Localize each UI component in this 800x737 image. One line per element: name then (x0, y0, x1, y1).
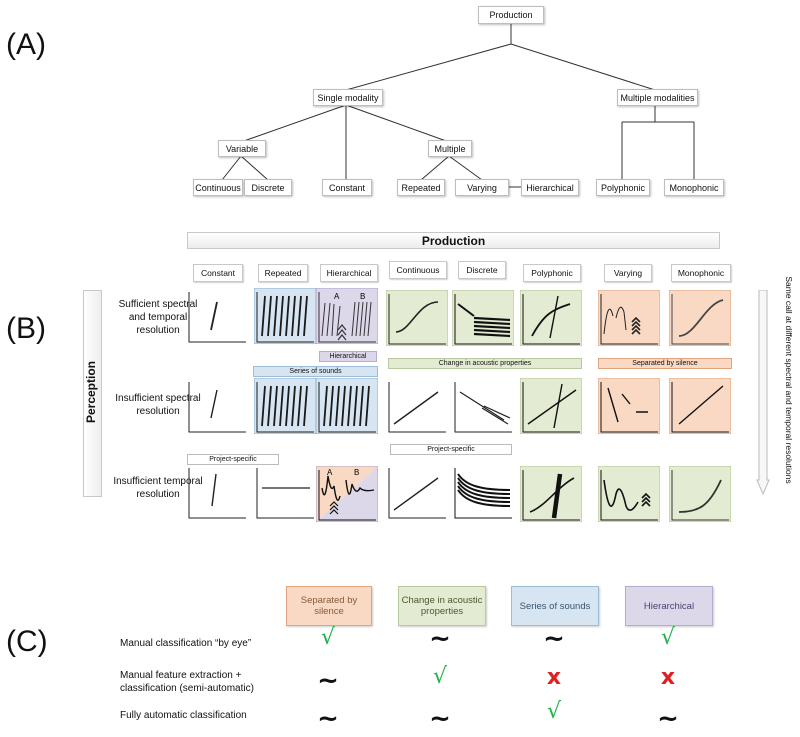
panel-c-label: (C) (6, 625, 48, 658)
panel-b-label: (B) (6, 312, 46, 345)
mark-r2-c4: x (660, 665, 676, 690)
cell-discrete-r1 (452, 290, 514, 346)
col-continuous: Continuous (389, 261, 447, 279)
legend-hierarchical: Hierarchical (625, 586, 713, 626)
cell-constant-r3 (188, 468, 246, 519)
col-monophonic: Monophonic (671, 264, 731, 282)
cell-constant-r1 (188, 292, 246, 343)
tree-monophonic: Monophonic (664, 179, 724, 196)
band-change-acoustic: Change in acoustic properties (388, 358, 582, 369)
legend-series-sounds: Series of sounds (511, 586, 599, 626)
cell-monophonic-r3 (669, 466, 731, 522)
col-hierarchical: Hierarchical (320, 264, 378, 282)
letter-b-r3: B (354, 468, 359, 477)
tree-continuous: Continuous (193, 179, 243, 196)
col-varying: Varying (604, 264, 652, 282)
col-repeated: Repeated (258, 264, 308, 282)
tree-varying: Varying (455, 179, 509, 196)
cell-constant-r2 (188, 382, 246, 433)
mark-r3-c2: ~ (429, 704, 451, 734)
cell-varying-r2 (598, 378, 660, 434)
band-series-sounds: Series of sounds (253, 366, 378, 377)
tree-polyphonic: Polyphonic (596, 179, 650, 196)
cell-varying-r1 (598, 290, 660, 346)
legend-change-acoustic: Change in acoustic properties (398, 586, 486, 626)
down-arrow-icon (756, 290, 770, 496)
right-resolution-label: Same call at different spectral and temp… (784, 276, 794, 484)
band-project-specific-2: Project-specific (390, 444, 512, 455)
col-constant: Constant (193, 264, 243, 282)
letter-a-r3: A (327, 468, 333, 477)
mark-r1-c3: ~ (543, 624, 565, 654)
cell-hierarchical-r2 (316, 378, 378, 434)
mark-r1-c4: √ (660, 625, 676, 650)
mark-r1-c2: ~ (429, 624, 451, 654)
tree-production: Production (478, 6, 544, 24)
matrix-production-header: Production (187, 232, 720, 249)
method-fully-automatic: Fully automatic classification (120, 710, 247, 721)
band-hierarchical: Hierarchical (319, 351, 377, 362)
tree-single-modality: Single modality (313, 89, 383, 106)
cell-hierarchical-r1: A B (316, 288, 378, 344)
tree-constant: Constant (322, 179, 372, 196)
cell-discrete-r3 (454, 468, 512, 519)
tree-multiple: Multiple (428, 140, 472, 157)
perception-label: Perception (84, 360, 98, 424)
mark-r3-c1: ~ (317, 704, 339, 734)
band-project-specific-1: Project-specific (187, 454, 279, 465)
letter-a-r1: A (334, 292, 340, 301)
row-label-insufficient-spectral: Insufficient spectral resolution (115, 393, 201, 417)
mark-r2-c2: √ (432, 664, 448, 689)
cell-monophonic-r1 (669, 290, 731, 346)
cell-repeated-r3 (256, 468, 314, 519)
cell-hierarchical-r3: A B (316, 466, 378, 522)
mark-r2-c1: ~ (317, 666, 339, 696)
mark-r3-c4: ~ (657, 704, 679, 734)
row-label-sufficient: Sufficient spectral and temporal resolut… (118, 299, 198, 336)
method-semi-automatic: Manual feature extraction + classificati… (120, 670, 254, 694)
cell-continuous-r2 (388, 382, 446, 433)
col-discrete: Discrete (458, 261, 506, 279)
method-by-eye: Manual classification “by eye” (120, 638, 252, 649)
cell-monophonic-r2 (669, 378, 731, 434)
cell-polyphonic-r1 (520, 290, 582, 346)
tree-repeated: Repeated (397, 179, 445, 196)
mark-r3-c3: √ (546, 699, 562, 724)
mark-r2-c3: x (546, 665, 562, 690)
letter-b-r1: B (360, 292, 365, 301)
legend-separated-silence: Separated by silence (286, 586, 372, 626)
mark-r1-c1: √ (320, 625, 336, 650)
tree-discrete: Discrete (244, 179, 292, 196)
cell-discrete-r2 (454, 382, 512, 433)
cell-repeated-r2 (254, 378, 316, 434)
tree-hierarchical: Hierarchical (521, 179, 579, 196)
col-polyphonic: Polyphonic (523, 264, 581, 282)
cell-polyphonic-r3 (520, 466, 582, 522)
tree-multiple-modalities: Multiple modalities (617, 89, 698, 106)
cell-continuous-r3 (388, 468, 446, 519)
band-separated-silence: Separated by silence (598, 358, 732, 369)
cell-repeated-r1 (254, 288, 316, 344)
panel-a-label: (A) (6, 28, 46, 61)
tree-connectors (221, 22, 695, 188)
perception-bar (83, 290, 102, 497)
cell-varying-r3 (598, 466, 660, 522)
cell-polyphonic-r2 (520, 378, 582, 434)
row-label-insufficient-temporal: Insufficient temporal resolution (113, 476, 203, 500)
cell-continuous-r1 (386, 290, 448, 346)
tree-variable: Variable (218, 140, 266, 157)
